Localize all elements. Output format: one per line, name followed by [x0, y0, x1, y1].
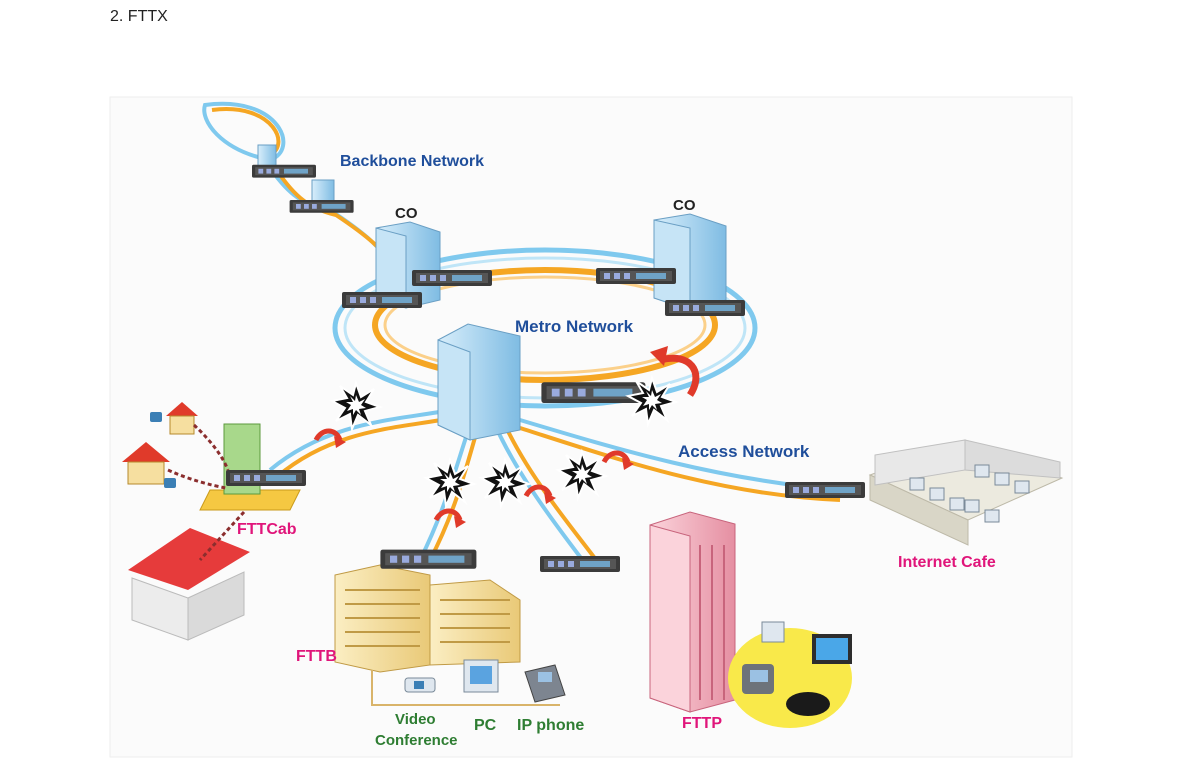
- backbone-node-2: [289, 179, 354, 213]
- protection-arrows: [316, 346, 700, 528]
- pc-label: PC: [474, 717, 497, 734]
- access-network-label: Access Network: [678, 442, 810, 461]
- co-left-label: CO: [395, 205, 418, 222]
- pc-icon: [463, 659, 499, 693]
- internet-cafe-room: [785, 439, 1064, 546]
- video-conference-icon: [404, 677, 436, 693]
- video-conference-label-line1: Video: [395, 711, 436, 728]
- metro-network-label: Metro Network: [515, 317, 634, 336]
- ip-phone-icon: [524, 664, 566, 703]
- co-right-building: [596, 213, 745, 316]
- fttb-lan-lines: [371, 670, 560, 706]
- ip-phone-label: IP phone: [517, 717, 584, 734]
- copper-lines: [167, 423, 230, 490]
- co-right-label: CO: [673, 197, 696, 214]
- diagram-background: [109, 96, 1073, 758]
- central-hub-building: [437, 323, 646, 441]
- fttp-tower: [540, 511, 736, 713]
- internet-cafe-label: Internet Cafe: [898, 554, 996, 571]
- home-building: [128, 528, 250, 641]
- video-conference-label-line2: Conference: [375, 732, 458, 749]
- fttcab-cabinet: [199, 423, 306, 511]
- fttp-label: FTTP: [682, 715, 722, 732]
- house-icon-bottom: [122, 442, 170, 485]
- section-heading: 2. FTTX: [110, 8, 168, 25]
- backbone-network-label: Backbone Network: [340, 153, 484, 170]
- fttb-label: FTTB: [296, 648, 337, 665]
- house-icon-top: [166, 402, 198, 435]
- co-left-building: [342, 221, 492, 309]
- backbone-node-1: [252, 144, 316, 178]
- fttcab-label: FTTCab: [237, 521, 297, 538]
- fttp-home-devices: [728, 621, 852, 728]
- fttb-building: [334, 549, 521, 673]
- fttcab-drop: [198, 510, 246, 562]
- phone-icon: [150, 412, 176, 488]
